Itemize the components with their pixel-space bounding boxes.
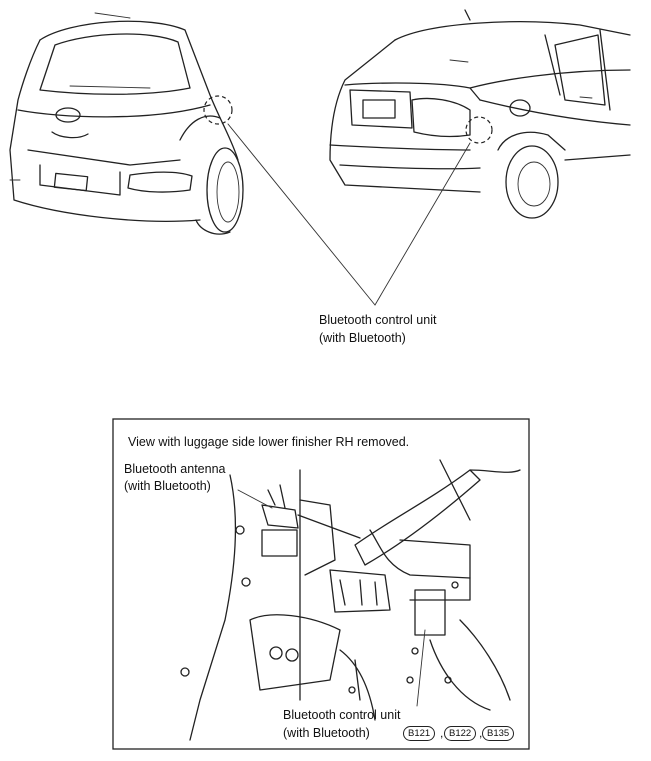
hatchback-illustration xyxy=(9,12,244,235)
view-note: View with luggage side lower finisher RH… xyxy=(128,435,410,449)
sedan-illustration xyxy=(329,9,631,219)
connector-badge-b122: B122 xyxy=(444,726,477,741)
unit-label-line1: Bluetooth control unit xyxy=(283,708,401,722)
connector-badge-b121: B121 xyxy=(403,726,436,741)
connector-separator: , xyxy=(440,726,444,740)
antenna-label-line2: (with Bluetooth) xyxy=(124,479,211,493)
top-callout-line2: (with Bluetooth) xyxy=(319,331,406,345)
unit-label-line2: (with Bluetooth) xyxy=(283,726,370,740)
connector-separator: , xyxy=(479,726,483,740)
antenna-label-line1: Bluetooth antenna xyxy=(124,462,226,476)
leader-line-hatchback xyxy=(227,123,376,306)
connector-badge-b135: B135 xyxy=(482,726,515,741)
interior-illustration xyxy=(180,459,521,741)
antenna-leader-line xyxy=(237,489,273,509)
leader-line-sedan xyxy=(374,142,471,306)
detail-box-frame xyxy=(112,418,530,750)
top-callout-line1: Bluetooth control unit xyxy=(319,313,437,327)
unit-leader-line xyxy=(416,629,426,707)
